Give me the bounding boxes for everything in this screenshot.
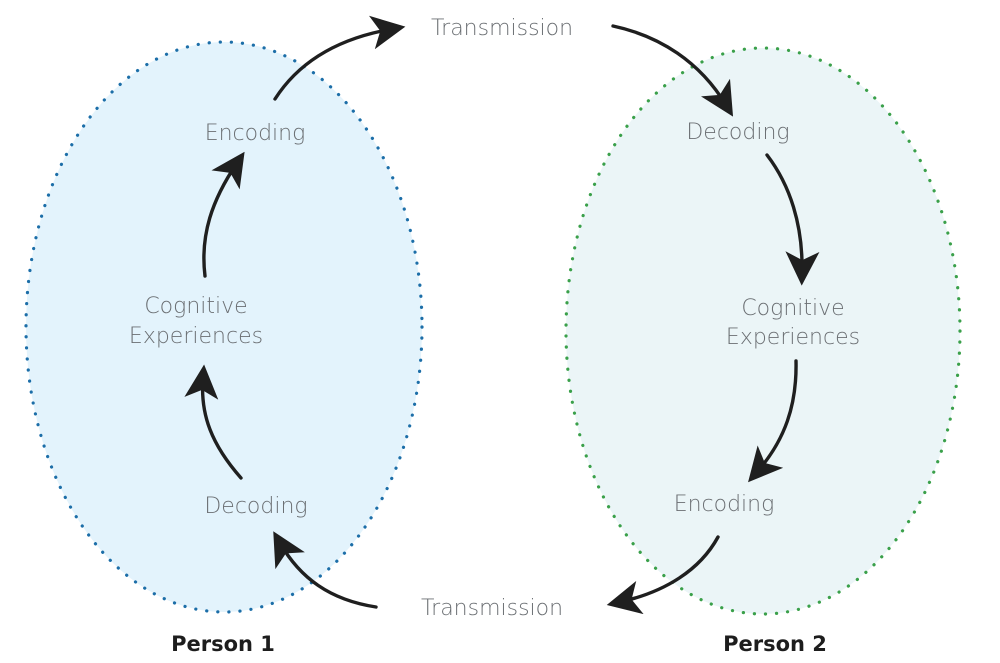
- p1-encoding-label: Encoding: [205, 121, 306, 146]
- arrow-p1-encoding-to-transmission: [273, 15, 406, 101]
- arrow-p2-cognitive-to-encoding: [748, 359, 798, 483]
- arrow-p2-encoding-to-transmission: [606, 535, 720, 615]
- arrow-transmission-to-p2-decoding: [611, 24, 734, 117]
- p1-decoding-label: Decoding: [204, 494, 307, 519]
- p2-encoding-label: Encoding: [674, 492, 775, 517]
- transmission-bottom-label: Transmission: [421, 596, 563, 621]
- arrow-p1-cognitive-to-encoding: [202, 151, 245, 278]
- person1-ellipse: [24, 40, 424, 614]
- person2-label: Person 2: [723, 632, 827, 656]
- p2-decoding-label: Decoding: [686, 120, 789, 145]
- p1-cognitive-label-line1: Cognitive: [144, 294, 247, 319]
- transmission-top-label: Transmission: [431, 16, 573, 41]
- p1-cognitive-label-line2: Experiences: [129, 324, 263, 349]
- p2-cognitive-label-line2: Experiences: [726, 325, 860, 350]
- person1-label: Person 1: [171, 632, 275, 656]
- p2-cognitive-label-line1: Cognitive: [741, 296, 844, 321]
- arrow-p2-decoding-to-cognitive: [765, 153, 820, 286]
- arrow-transmission-to-p1-decoding: [273, 531, 378, 609]
- arrow-p1-decoding-to-cognitive: [184, 364, 243, 480]
- person2-ellipse: [564, 46, 962, 616]
